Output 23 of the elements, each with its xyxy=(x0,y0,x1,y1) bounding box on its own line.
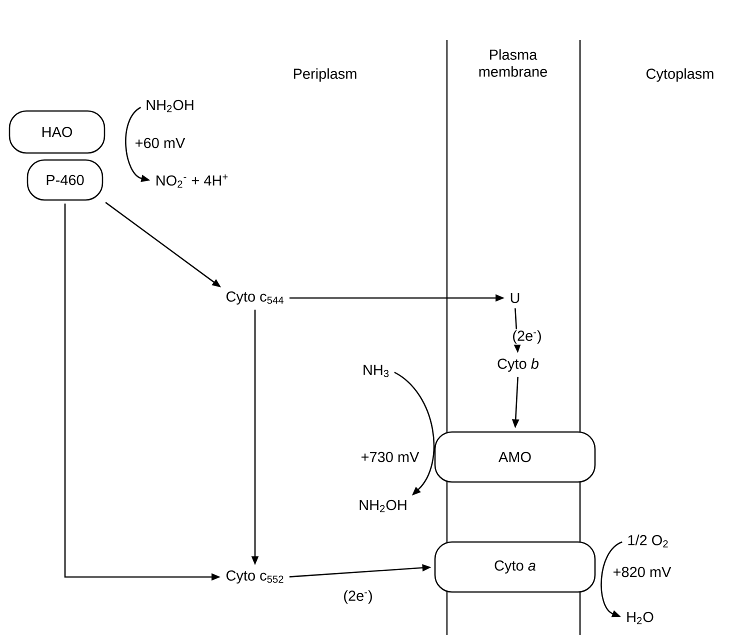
edge-label: +730 mV xyxy=(360,450,420,464)
region-label: Plasma membrane xyxy=(479,49,547,77)
species-label: Cyto c$_{552}$ xyxy=(226,570,284,584)
edge-label: (2e$^{-}$) xyxy=(511,329,543,345)
species-label: NH$_{2}$OH xyxy=(360,500,406,512)
species-label: NH$_{3}$ xyxy=(364,364,389,378)
species-label: H$_{2}$O xyxy=(627,612,654,624)
region-label: Periplasm xyxy=(294,68,356,82)
species-label: 1/2 O$_{2}$ xyxy=(628,534,668,548)
species-label: NO$_{2}$$^{-}$ + 4H$^{+}$ xyxy=(156,174,228,188)
protein-box: Cyto a xyxy=(434,541,596,593)
edge-label: (2e$^{-}$) xyxy=(342,589,374,605)
protein-box: HAO xyxy=(8,110,106,154)
edge-label: +60 mV xyxy=(134,136,186,150)
species-label: Cyto c$_{544}$ xyxy=(226,291,284,305)
species-label: U xyxy=(510,292,520,304)
protein-box: P-460 xyxy=(26,159,104,201)
protein-box: AMO xyxy=(434,431,596,483)
edge-label: +820 mV xyxy=(612,566,672,578)
arrow xyxy=(600,541,622,618)
species-label: Cyto b xyxy=(498,358,538,372)
region-label: Cytoplasm xyxy=(646,68,714,82)
species-label: NH$_{2}$OH xyxy=(146,100,194,112)
